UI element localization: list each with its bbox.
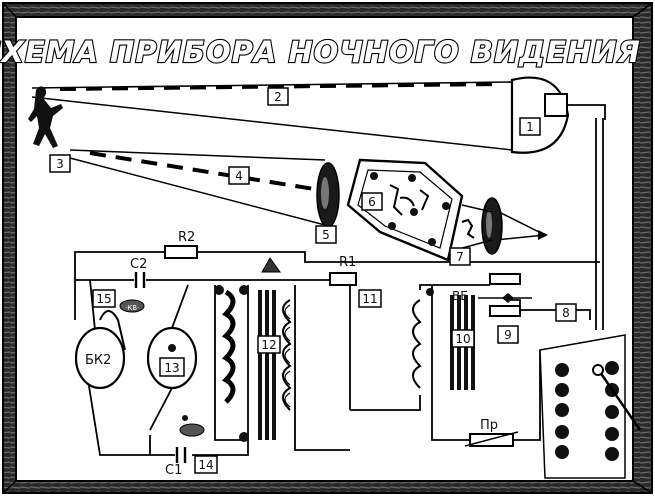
label-box-3: 3 [49,154,71,173]
fuse-pr [464,431,519,447]
connector-panel [539,334,642,479]
svg-text:1: 1 [526,120,534,134]
label-box-12: 12 [257,335,281,354]
svg-text:2: 2 [274,90,282,104]
ir-beam-2 [31,81,513,151]
svg-text:14: 14 [198,458,213,472]
label-box-9: 9 [497,325,519,344]
eyepiece-lens [481,197,503,255]
label-c1: C1 [165,463,182,478]
svg-text:7: 7 [456,250,464,264]
capacitor-c2 [134,272,146,288]
resistor-r2 [164,245,198,259]
svg-text:4: 4 [235,169,243,183]
objective-lens-5 [316,162,340,228]
small-condenser-top: ·КВ· [119,299,145,313]
diagram-title: СХЕМА ПРИБОРА НОЧНОГО ВИДЕНИЯ [0,35,641,69]
label-box-1: 1 [519,117,541,136]
capacitor-c1 [175,447,187,463]
label-bk2: БК2 [85,353,111,368]
svg-text:9: 9 [504,328,512,342]
label-box-10: 10 [451,329,475,348]
target-person-silhouette [28,86,63,148]
small-condenser-bottom [179,415,205,437]
svg-text:8: 8 [562,306,570,320]
svg-text:6: 6 [368,195,376,209]
svg-text:13: 13 [164,361,179,375]
svg-text:12: 12 [261,338,276,352]
label-box-6: 6 [361,192,383,211]
battery-block-9 [478,273,532,317]
image-converter-tube [346,158,493,262]
label-box-15: 15 [92,289,116,308]
label-box-14: 14 [194,455,218,474]
svg-text:·КВ·: ·КВ· [125,304,139,312]
label-r1: R1 [339,255,356,270]
triangle-marker [261,257,281,273]
svg-text:10: 10 [455,332,470,346]
transformer-12 [214,285,292,442]
label-c2: C2 [130,257,147,272]
valve-bk2 [74,310,126,390]
output-beam-7 [494,209,548,241]
svg-text:11: 11 [362,292,377,306]
label-box-4: 4 [228,166,250,185]
label-vb: ВБ [452,289,468,303]
label-box-7: 7 [449,247,471,266]
label-box-8: 8 [555,303,577,322]
label-box-11: 11 [358,289,382,308]
label-box-5: 5 [315,225,337,244]
svg-text:5: 5 [322,228,330,242]
label-pr: Пр [480,418,498,433]
svg-text:15: 15 [96,292,111,306]
label-r2: R2 [178,230,195,245]
reflected-beam-4 [69,149,326,226]
svg-text:3: 3 [56,157,64,171]
resistor-r1 [329,272,357,286]
label-box-13: 13 [159,357,185,377]
label-box-2: 2 [267,87,289,106]
